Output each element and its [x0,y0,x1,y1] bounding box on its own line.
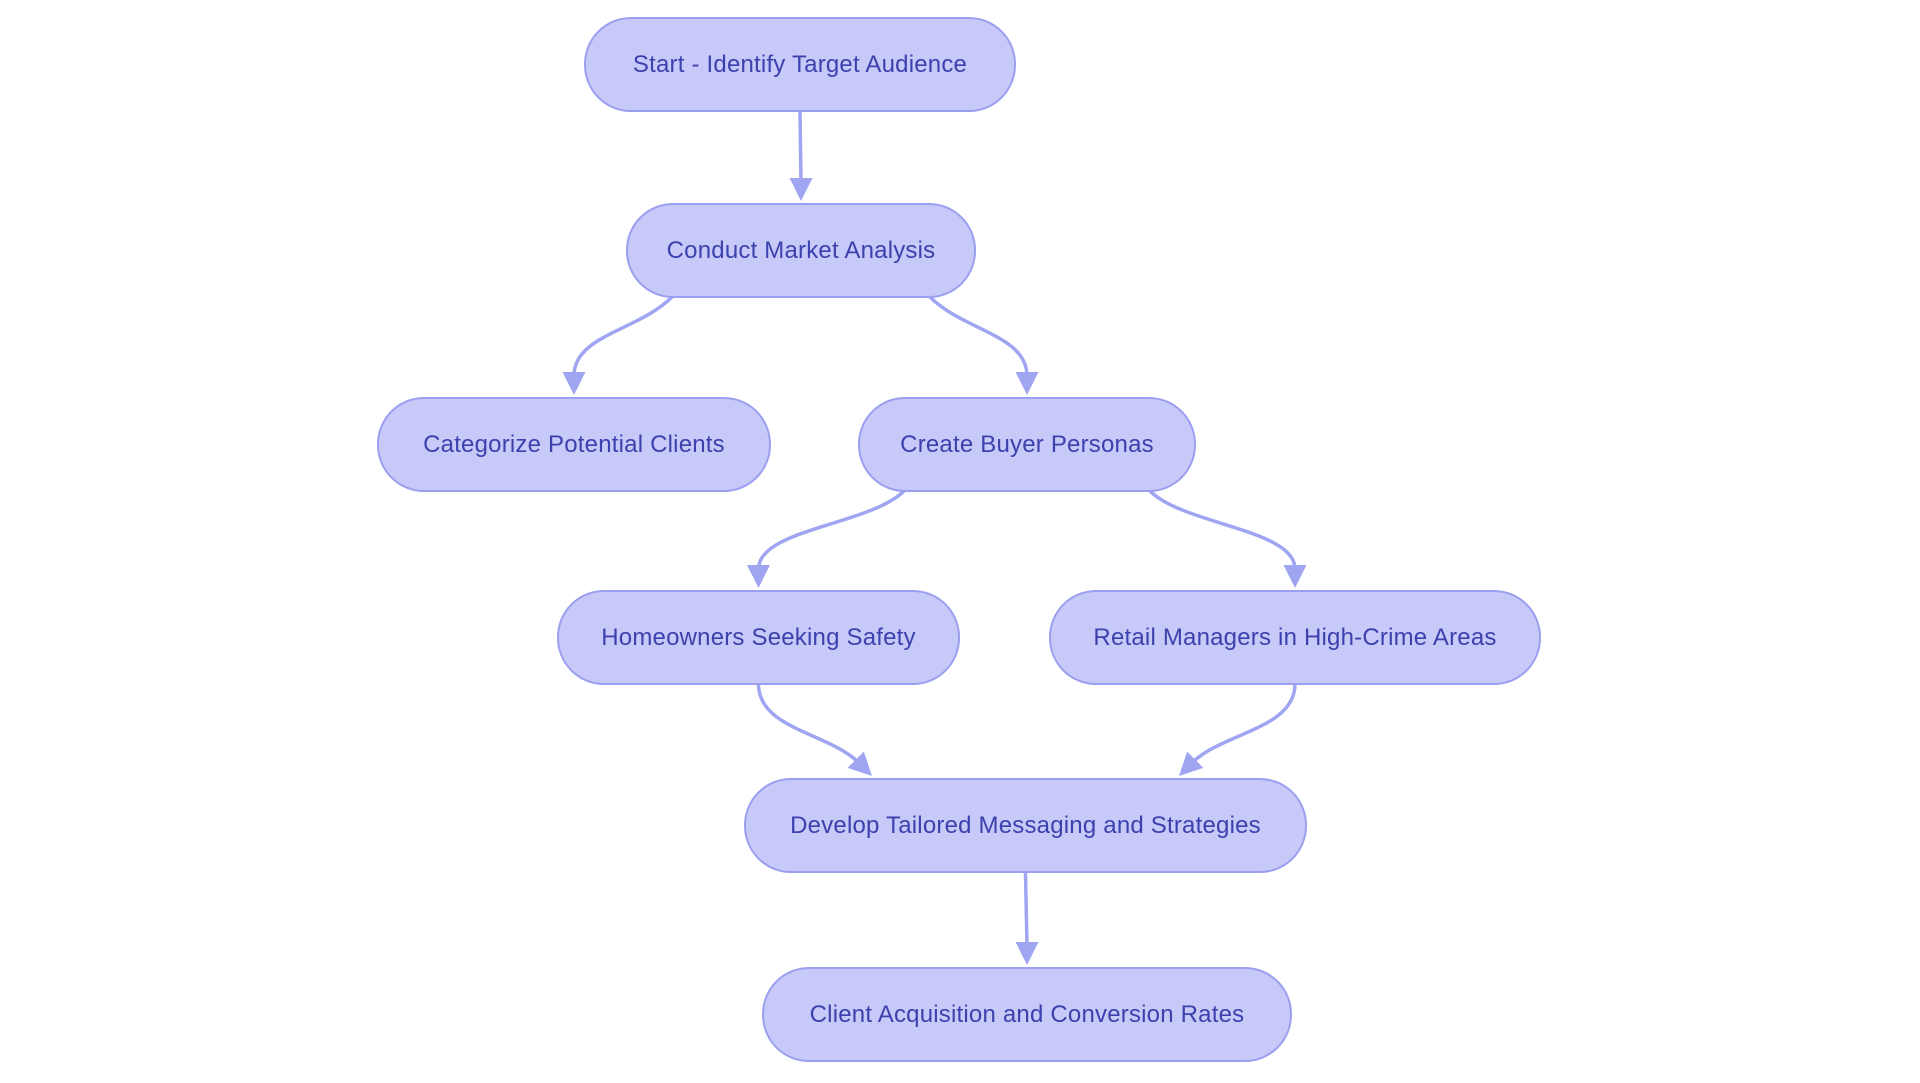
flow-edge-arrowhead [847,751,872,776]
flow-edge-arrowhead [789,178,813,201]
flow-node-label: Homeowners Seeking Safety [601,623,916,651]
flow-edge-arrowhead [1283,565,1307,588]
flow-edge-arrowhead [747,565,770,588]
flow-edge-arrowhead [1015,942,1039,965]
flow-node-retail-managers-high-crime-areas: Retail Managers in High-Crime Areas [1049,590,1541,685]
flow-edge-line [1190,682,1297,765]
flow-edge-line [798,111,803,184]
flow-node-develop-tailored-messaging-strategies: Develop Tailored Messaging and Strategie… [744,778,1307,873]
flow-edge-arrowhead [1015,372,1039,395]
flow-node-label: Conduct Market Analysis [666,236,936,264]
flow-node-conduct-market-analysis: Conduct Market Analysis [626,203,976,298]
flow-node-start-identify-target-audience: Start - Identify Target Audience [584,17,1016,112]
flow-edge-line [1023,872,1029,948]
flow-node-label: Start - Identify Target Audience [632,50,968,78]
flow-edge-arrowhead [1179,751,1204,776]
flow-edge-line [1148,489,1297,571]
flow-node-label: Create Buyer Personas [900,430,1154,458]
flow-edge-line [756,682,861,765]
flow-edge-arrowhead [562,372,586,395]
flow-edge-line [928,295,1029,378]
flow-node-label: Develop Tailored Messaging and Strategie… [790,811,1261,839]
flow-node-label: Client Acquisition and Conversion Rates [809,1000,1245,1028]
flow-node-categorize-potential-clients: Categorize Potential Clients [377,397,771,492]
flow-edge-line [756,489,906,571]
flow-node-label: Categorize Potential Clients [423,430,725,458]
flow-node-create-buyer-personas: Create Buyer Personas [858,397,1196,492]
flow-node-client-acquisition-conversion-rates: Client Acquisition and Conversion Rates [762,967,1292,1062]
flow-edge-line [572,295,674,378]
flow-node-homeowners-seeking-safety: Homeowners Seeking Safety [557,590,960,685]
flow-node-label: Retail Managers in High-Crime Areas [1093,623,1497,651]
